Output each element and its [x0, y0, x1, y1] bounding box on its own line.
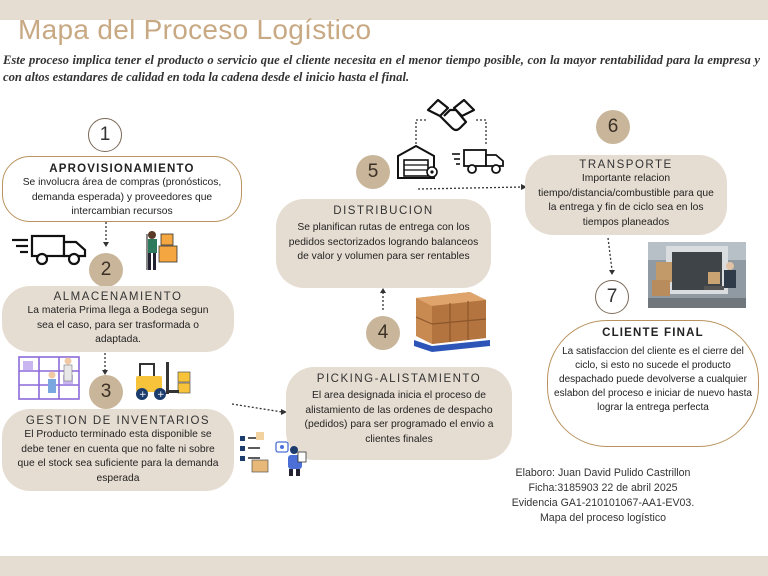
pallet-boxes-icon	[414, 292, 490, 352]
handshake-icon	[426, 98, 476, 132]
step-4-number: 4	[366, 316, 400, 350]
svg-text:+: +	[157, 390, 165, 400]
step-7-number: 7	[595, 280, 629, 314]
step-1-number: 1	[88, 118, 122, 152]
fast-truck-icon	[452, 149, 504, 174]
step-2-title: ALMACENAMIENTO	[53, 291, 183, 303]
step-4-title: PICKING-ALISTAMIENTO	[316, 373, 482, 385]
credit-author: Elaboro: Juan David Pulido Castrillon	[515, 467, 691, 479]
step-1-title: APROVISIONAMIENTO	[49, 163, 195, 175]
step-5-number: 5	[356, 155, 390, 189]
credit-evidence: Evidencia GA1-210101067-AA1-EV03.	[511, 497, 695, 509]
checklist-icon	[240, 432, 269, 473]
step-6-box: TRANSPORTE Importante relacion tiempo/di…	[525, 155, 727, 235]
step-3-box: GESTION DE INVENTARIOS El Producto termi…	[2, 409, 234, 491]
step-6-number: 6	[596, 110, 630, 144]
credits: Elaboro: Juan David Pulido Castrillon Fi…	[498, 466, 708, 526]
step-3-text: El Producto terminado esta disponible se…	[17, 429, 219, 484]
step-4-box: PICKING-ALISTAMIENTO El area designada i…	[286, 367, 512, 460]
handshake-connector	[415, 119, 487, 144]
step-6-title: TRANSPORTE	[579, 159, 673, 171]
step-2-number: 2	[89, 253, 123, 287]
step-5-text: Se planifican rutas de entrega con los p…	[288, 222, 479, 262]
van-delivery-photo	[648, 242, 746, 308]
credit-ficha: Ficha:3185903 22 de abril 2025	[528, 482, 678, 494]
step-7-title: CLIENTE FINAL	[602, 327, 704, 339]
step-7-box: CLIENTE FINAL La satisfaccion del client…	[547, 320, 759, 447]
warehouse-shelves-icon	[18, 356, 80, 400]
step-4-text: El area designada inicia el proceso de a…	[304, 390, 494, 445]
svg-text:+: +	[139, 390, 147, 400]
warehouse-icon	[397, 144, 438, 179]
forklift-icon: + +	[136, 362, 191, 400]
step-1-box: APROVISIONAMIENTO Se involucra área de c…	[2, 156, 242, 222]
page-subtitle: Este proceso implica tener el producto o…	[3, 53, 760, 84]
worker-boxes-icon	[146, 231, 178, 270]
step-5-title: DISTRIBUCION	[333, 205, 434, 217]
step-3-title: GESTION DE INVENTARIOS	[25, 415, 211, 427]
bottom-band	[0, 556, 768, 576]
step-3-number: 3	[89, 375, 123, 409]
top-band	[0, 0, 768, 20]
step-1-text: Se involucra área de compras (pronóstico…	[22, 177, 222, 217]
step-5-box: DISTRIBUCION Se planifican rutas de entr…	[276, 199, 491, 288]
page-title: Mapa del Proceso Logístico	[18, 14, 372, 45]
step-2-box: ALMACENAMIENTO La materia Prima llega a …	[2, 286, 234, 352]
delivery-truck-icon	[12, 234, 87, 266]
step-2-text: La materia Prima llega a Bodega segun se…	[27, 305, 209, 345]
credit-caption: Mapa del proceso logístico	[539, 512, 667, 524]
order-person-icon	[275, 441, 307, 476]
step-6-text: Importante relacion tiempo/distancia/com…	[538, 173, 714, 228]
step-7-text: La satisfaccion del cliente es el cierre…	[554, 346, 752, 413]
